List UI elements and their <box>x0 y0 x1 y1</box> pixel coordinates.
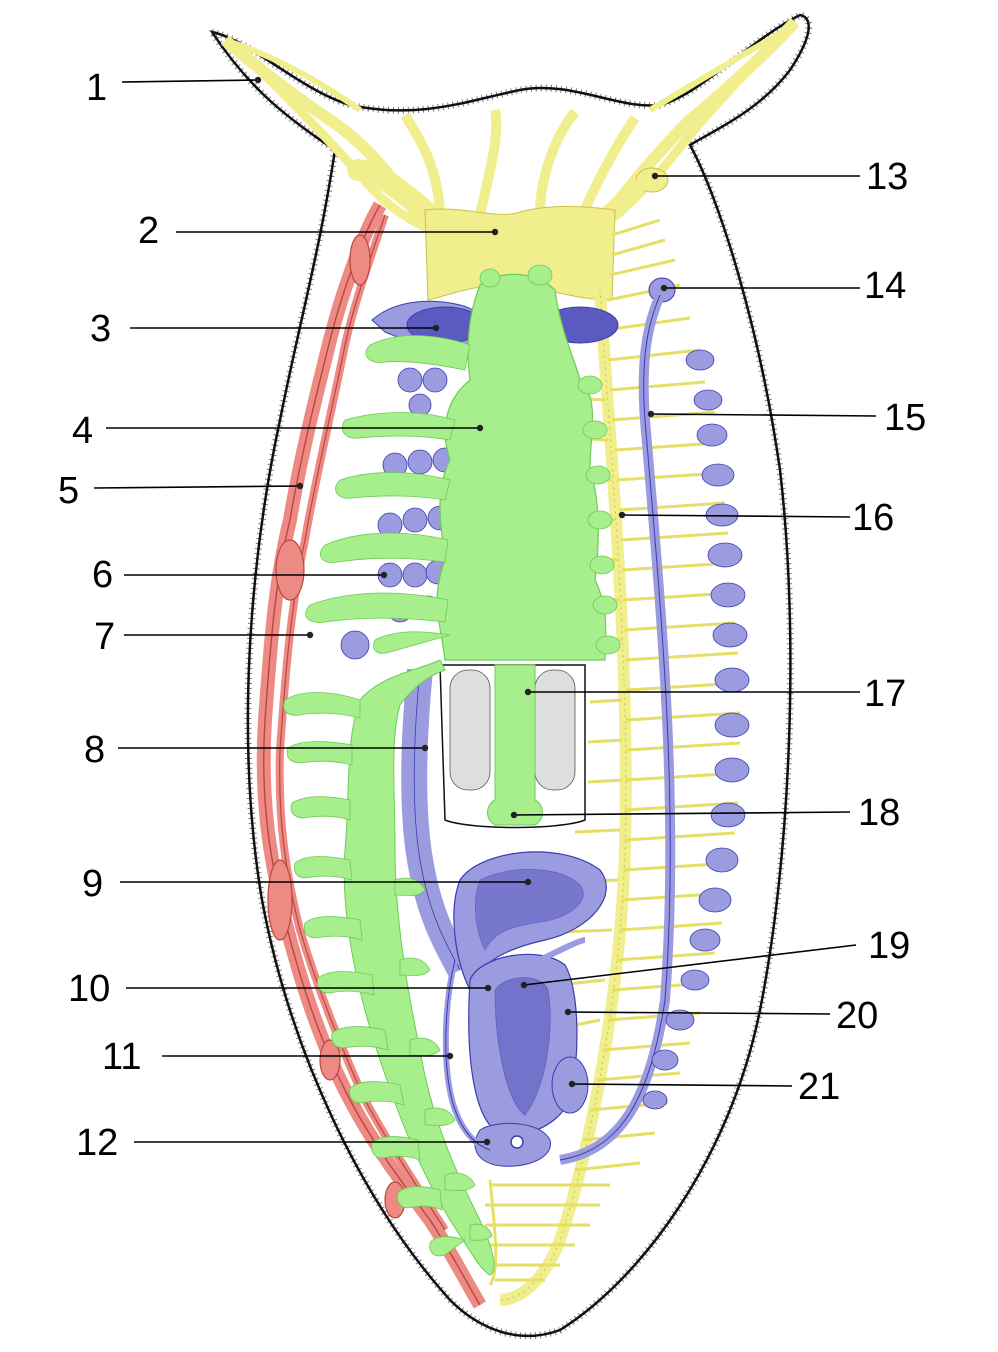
label-5: 5 <box>58 470 79 512</box>
label-17: 17 <box>864 673 906 715</box>
label-3: 3 <box>90 308 111 350</box>
number-labels: 1 2 3 4 5 6 7 8 9 10 11 12 13 14 15 16 1… <box>58 67 926 1164</box>
label-7: 7 <box>94 616 115 658</box>
nervous-system <box>221 17 800 1306</box>
leader-dots <box>254 76 668 1146</box>
label-19: 19 <box>868 925 910 967</box>
label-1: 1 <box>86 67 107 109</box>
digestive-system <box>283 264 621 1276</box>
label-21: 21 <box>798 1066 840 1108</box>
label-11: 11 <box>102 1036 141 1078</box>
label-15: 15 <box>884 397 926 439</box>
label-20: 20 <box>836 995 878 1037</box>
label-16: 16 <box>852 497 894 539</box>
label-18: 18 <box>858 792 900 834</box>
label-14: 14 <box>864 265 906 307</box>
leader-lines <box>93 79 877 1143</box>
label-12: 12 <box>76 1122 118 1164</box>
label-2: 2 <box>138 210 159 252</box>
label-6: 6 <box>92 554 113 596</box>
label-4: 4 <box>72 410 93 452</box>
label-8: 8 <box>84 729 105 771</box>
label-10: 10 <box>68 968 110 1010</box>
label-13: 13 <box>866 156 908 198</box>
label-9: 9 <box>82 863 103 905</box>
